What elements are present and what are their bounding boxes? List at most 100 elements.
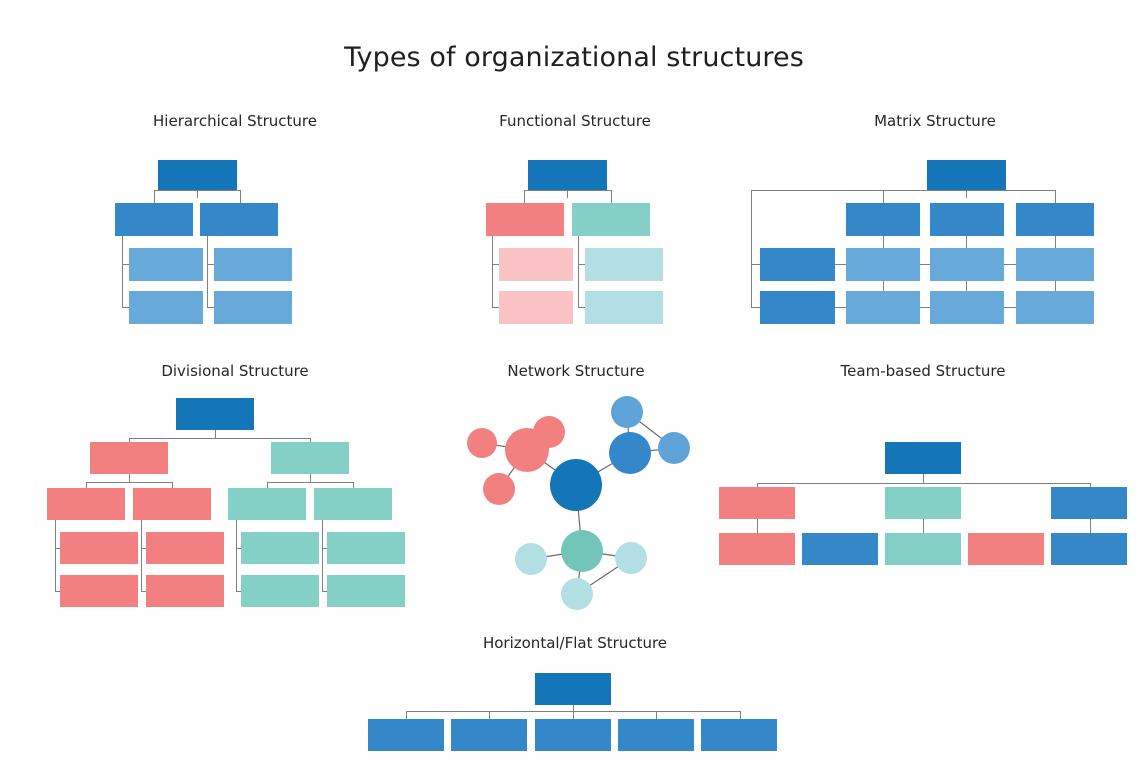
matrix-node-cell-1-1[interactable] [846,248,920,281]
team-based-connector [757,519,758,534]
functional-connector [524,190,525,203]
network-node-blue-2[interactable] [658,432,690,464]
functional-node-l3-3[interactable] [499,291,573,324]
hierarchical-node-l3-3[interactable] [129,291,203,324]
matrix-node-cell-1-3[interactable] [1016,248,1094,281]
team-based-connector [1090,519,1091,534]
network-node-hub-blue[interactable] [609,432,651,474]
divisional-node-l4-2[interactable] [146,532,224,564]
functional-node-l3-1[interactable] [499,248,573,281]
team-node-root[interactable] [885,442,961,474]
matrix-connector [883,190,884,203]
panel-title-network: Network Structure [507,362,645,380]
hierarchical-node-root[interactable] [158,160,237,190]
functional-connector [578,264,586,265]
matrix-node-row-1[interactable] [760,248,835,281]
divisional-node-l3-4[interactable] [314,488,392,520]
team-node-member-4[interactable] [968,533,1044,565]
matrix-node-row-2[interactable] [760,291,835,324]
functional-node-l2-1[interactable] [486,203,564,236]
functional-node-l3-4[interactable] [585,291,663,324]
network-node-blue-1[interactable] [611,396,643,428]
divisional-node-l4-3[interactable] [241,532,319,564]
hierarchical-node-l2-2[interactable] [200,203,278,236]
flat-node-root[interactable] [535,673,611,705]
matrix-node-col-2[interactable] [930,203,1004,236]
matrix-node-cell-2-2[interactable] [930,291,1004,324]
matrix-connector [883,236,884,248]
network-node-center[interactable] [550,459,602,511]
horizontal-flat-connector [406,711,740,712]
horizontal-flat-connector [489,711,490,719]
divisional-node-l4-5[interactable] [60,575,138,607]
functional-connector [524,190,611,191]
divisional-node-l4-1[interactable] [60,532,138,564]
flat-node-unit-3[interactable] [535,719,611,751]
divisional-node-l4-6[interactable] [146,575,224,607]
divisional-node-l2-2[interactable] [271,442,349,474]
divisional-node-l3-3[interactable] [228,488,306,520]
hierarchical-node-l2-1[interactable] [115,203,193,236]
divisional-connector [172,482,173,488]
team-node-member-1[interactable] [719,533,795,565]
matrix-connector [966,281,967,291]
divisional-node-l3-1[interactable] [47,488,125,520]
divisional-connector [141,520,142,592]
hierarchical-node-l3-1[interactable] [129,248,203,281]
functional-node-root[interactable] [528,160,607,190]
flat-node-unit-4[interactable] [618,719,694,751]
divisional-connector [55,591,61,592]
divisional-node-l2-1[interactable] [90,442,168,474]
matrix-node-col-3[interactable] [1016,203,1094,236]
network-node-red-1[interactable] [467,428,497,458]
matrix-connector [751,307,760,308]
horizontal-flat-connector [406,711,407,719]
flat-node-unit-2[interactable] [451,719,527,751]
divisional-node-l3-2[interactable] [133,488,211,520]
network-node-teal-1[interactable] [515,543,547,575]
matrix-node-cell-2-1[interactable] [846,291,920,324]
divisional-connector [215,430,216,438]
divisional-node-l4-7[interactable] [241,575,319,607]
matrix-node-root[interactable] [927,160,1006,190]
functional-node-l3-2[interactable] [585,248,663,281]
flat-node-unit-1[interactable] [368,719,444,751]
matrix-node-cell-1-2[interactable] [930,248,1004,281]
hierarchical-node-l3-2[interactable] [214,248,292,281]
flat-node-unit-5[interactable] [701,719,777,751]
team-based-connector [923,474,924,483]
team-node-lead-2[interactable] [885,487,961,519]
team-node-lead-3[interactable] [1051,487,1127,519]
hierarchical-node-l3-4[interactable] [214,291,292,324]
panel-title-hierarchical: Hierarchical Structure [153,112,317,130]
horizontal-flat-connector [740,711,741,719]
network-node-hub-teal[interactable] [561,530,603,572]
matrix-connector [966,236,967,248]
team-node-member-5[interactable] [1051,533,1127,565]
divisional-connector [310,474,311,482]
network-node-teal-3[interactable] [561,578,593,610]
team-node-lead-1[interactable] [719,487,795,519]
horizontal-flat-connector [573,705,574,719]
network-node-red-2[interactable] [533,416,565,448]
matrix-connector [883,281,884,291]
matrix-node-cell-2-3[interactable] [1016,291,1094,324]
divisional-connector [55,548,61,549]
divisional-node-root[interactable] [176,398,254,430]
divisional-connector [129,474,130,482]
divisional-connector [310,438,311,443]
panel-title-matrix: Matrix Structure [874,112,996,130]
divisional-node-l4-8[interactable] [327,575,405,607]
functional-connector [578,236,579,308]
team-node-member-3[interactable] [885,533,961,565]
team-node-member-2[interactable] [802,533,878,565]
network-node-teal-2[interactable] [615,542,647,574]
functional-connector [492,307,500,308]
functional-node-l2-2[interactable] [572,203,650,236]
divisional-node-l4-4[interactable] [327,532,405,564]
matrix-node-col-1[interactable] [846,203,920,236]
functional-connector [567,190,568,198]
matrix-connector [966,190,967,198]
network-node-red-3[interactable] [483,473,515,505]
